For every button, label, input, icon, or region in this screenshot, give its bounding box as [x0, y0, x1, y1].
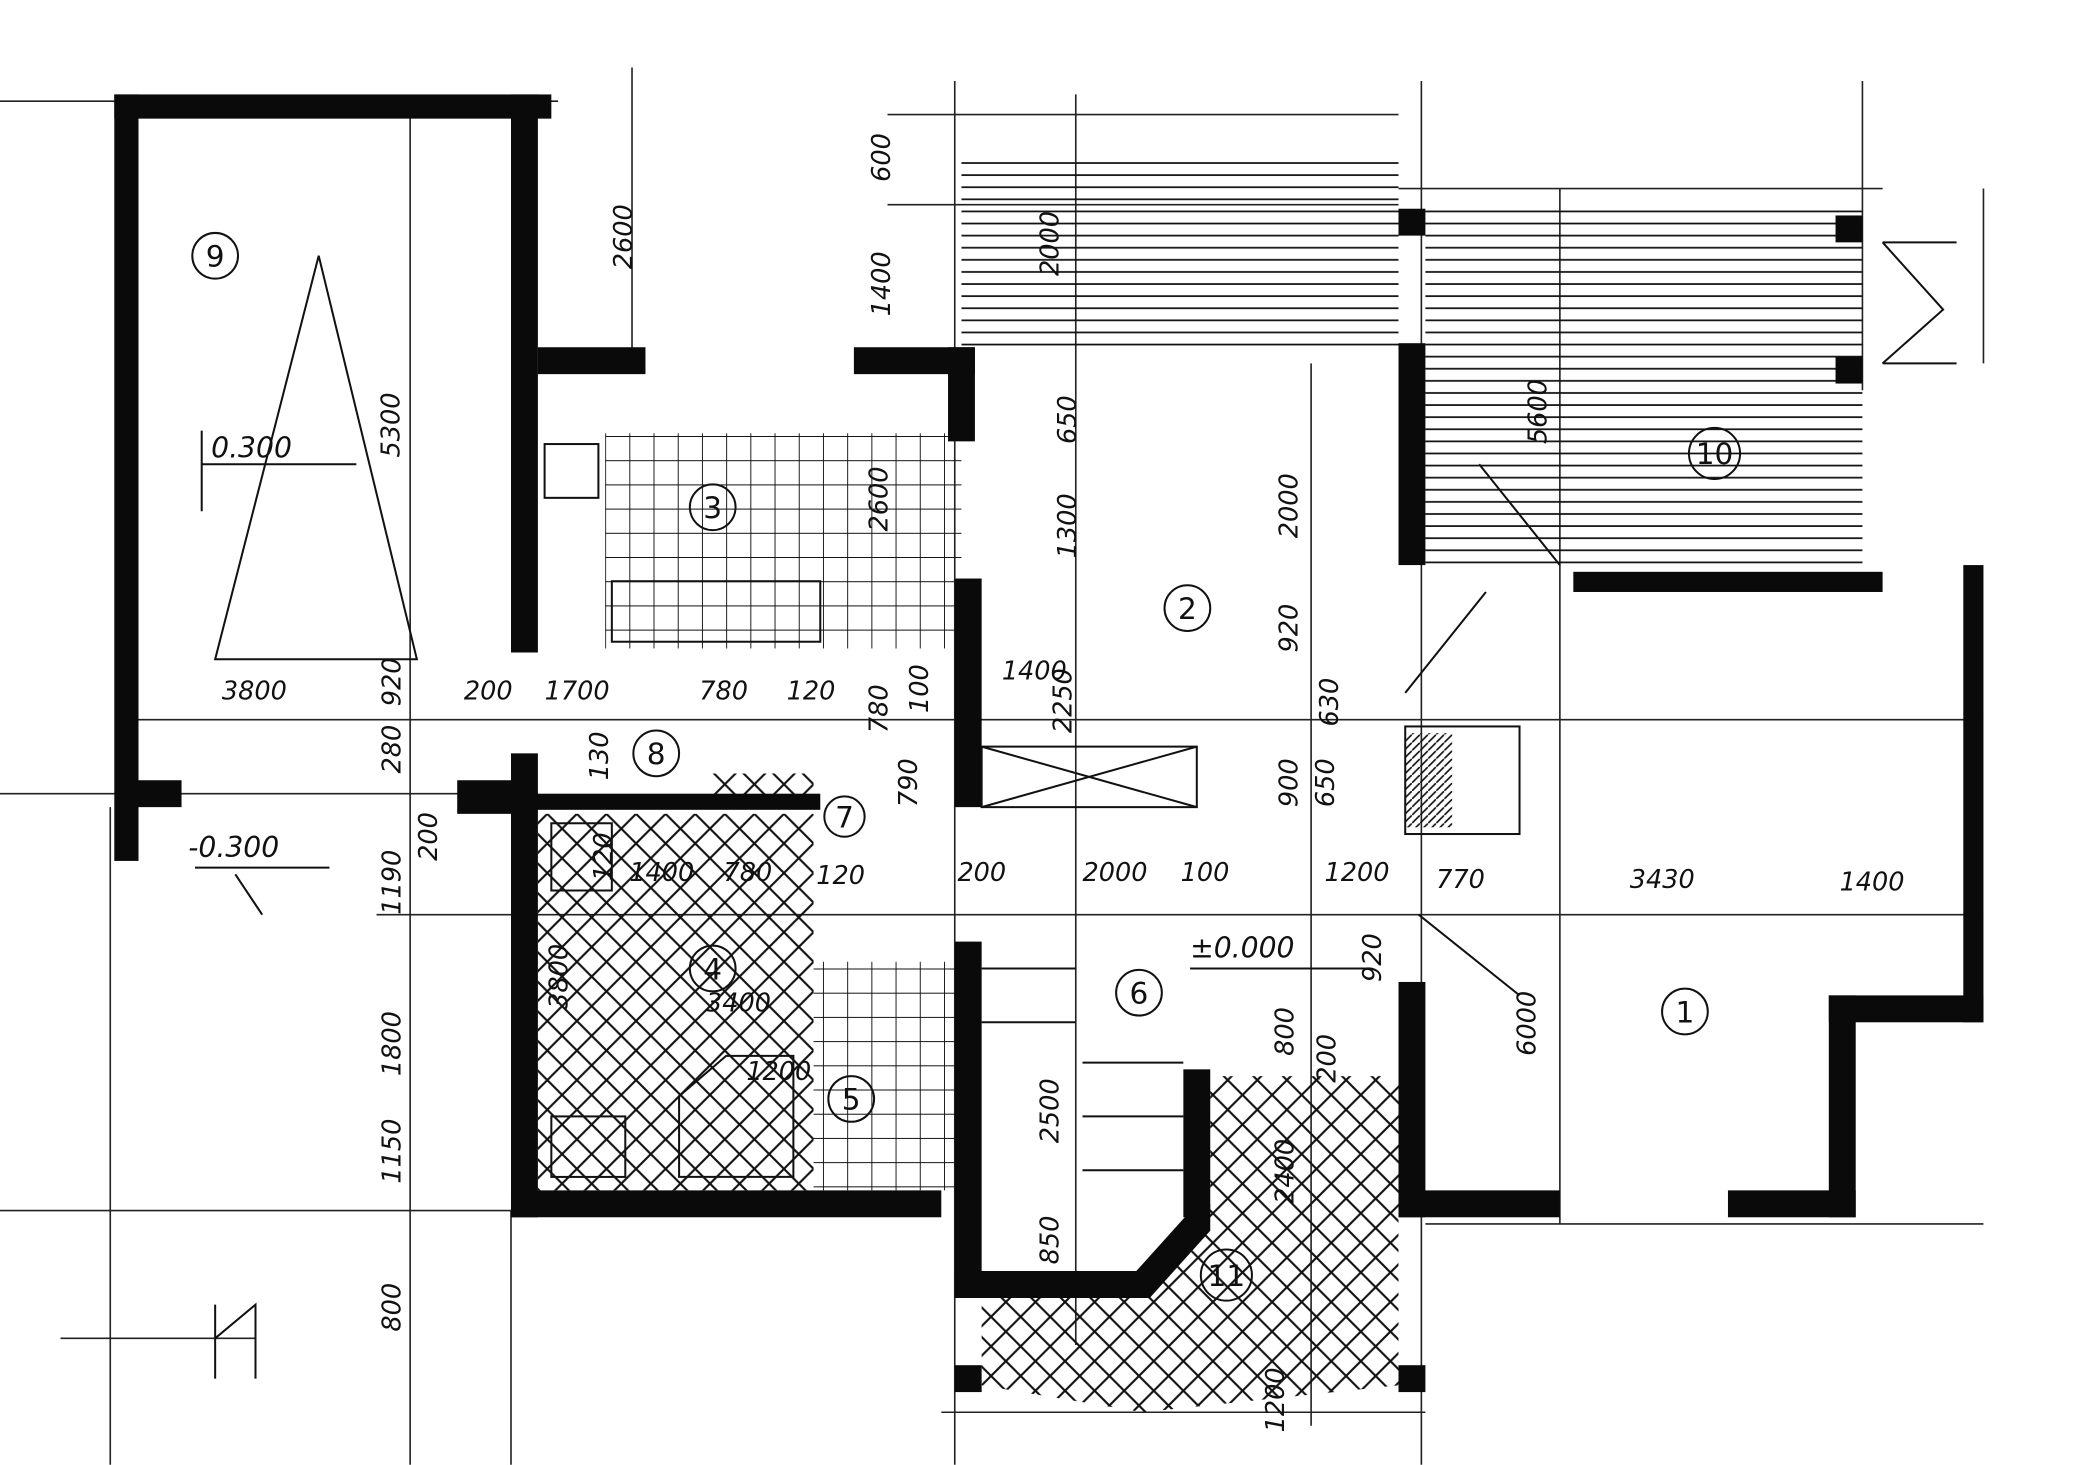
- bathroom-tiles: [537, 813, 814, 1191]
- dimension-label: 9: [206, 240, 225, 274]
- room-7: 7: [823, 795, 866, 838]
- dimension-label: 630: [1315, 678, 1345, 727]
- level-garage: 0.300: [211, 432, 292, 465]
- dimension-label: 2400: [1271, 1139, 1301, 1204]
- dimension-label: 120: [589, 832, 619, 881]
- dimension-label: 200: [957, 858, 1006, 888]
- dimension-label: 5600: [1523, 379, 1553, 444]
- level-main: ±0.000: [1190, 932, 1294, 965]
- room-6: 6: [1115, 968, 1163, 1017]
- dimension-label: 7: [835, 800, 854, 834]
- dimension-label: 800: [1271, 1007, 1301, 1056]
- dimension-label: 3800: [544, 944, 574, 1009]
- dimension-label: 790: [894, 758, 924, 807]
- dimension-label: 3400: [706, 989, 771, 1019]
- room-1: 1: [1661, 987, 1709, 1036]
- dimension-label: 200: [464, 677, 513, 707]
- dimension-label: 920: [1275, 604, 1305, 653]
- dimension-label: 650: [1053, 395, 1083, 444]
- dimension-label: 850: [1035, 1216, 1065, 1265]
- dimension-label: 11: [1208, 1259, 1246, 1293]
- room-11: 11: [1199, 1248, 1253, 1302]
- dimension-label: 130: [585, 732, 615, 781]
- dimension-label: 600: [867, 133, 897, 182]
- level-entry: -0.300: [188, 831, 279, 864]
- dimension-label: 920: [378, 658, 408, 707]
- dimension-label: 780: [723, 858, 772, 888]
- dimension-labels: 2600 5300 3800 920 200 1700 780 120 780 …: [222, 133, 1905, 1432]
- dimension-label: 900: [1275, 758, 1305, 807]
- dimension-label: 780: [699, 677, 748, 707]
- dimension-label: 2250: [1049, 668, 1079, 733]
- fixtures: [213, 241, 1957, 1379]
- dimension-label: 1400: [1840, 868, 1905, 898]
- dimension-label: 2000: [1035, 211, 1065, 276]
- room-3: 3: [688, 483, 737, 532]
- room-2: 2: [1163, 584, 1212, 632]
- dimension-label: 8: [647, 737, 666, 771]
- dimension-label: 2600: [865, 466, 895, 531]
- dimension-label: 280: [378, 725, 408, 774]
- dimension-label: 2000: [1275, 473, 1305, 538]
- dimension-label: 1: [1676, 995, 1695, 1029]
- dimension-label: 1700: [545, 677, 610, 707]
- dimension-label: 800: [378, 1283, 408, 1332]
- room-labels: 1 2 3 4 5 6 7 8 9 10 11: [191, 231, 1742, 1302]
- dimension-label: 1400: [1002, 656, 1067, 686]
- dimension-label: 2: [1178, 592, 1197, 626]
- wc-tiles: [813, 961, 955, 1191]
- dimension-label: 1190: [378, 850, 408, 915]
- dimension-label: 120: [787, 677, 836, 707]
- dimension-label: 1200: [1325, 858, 1390, 888]
- fireplace-hatch: [1405, 733, 1453, 828]
- dimension-label: 120: [816, 861, 865, 891]
- kitchen-tiles: [605, 433, 962, 649]
- dimension-label: 1800: [378, 1011, 408, 1076]
- dimension-label: 200: [414, 812, 444, 861]
- dimension-label: 6: [1130, 976, 1149, 1010]
- dimension-label: 100: [905, 664, 935, 713]
- dimension-label: 1200: [746, 1057, 811, 1087]
- dimension-label: 1300: [1053, 493, 1083, 558]
- terrace-10-decking: [1425, 202, 1863, 566]
- dimension-label: 3430: [1630, 865, 1695, 895]
- dimension-label: 10: [1696, 437, 1734, 471]
- dimension-label: 1200: [1261, 1367, 1291, 1432]
- dimension-label: 770: [1436, 865, 1485, 895]
- terrace-top-decking: [961, 161, 1399, 350]
- dimension-label: 2500: [1035, 1078, 1065, 1143]
- dimension-label: 1400: [867, 251, 897, 316]
- dimension-label: 2600: [609, 204, 639, 269]
- level-markers: 0.300 -0.300 ±0.000: [188, 430, 1372, 970]
- room-9: 9: [191, 231, 240, 280]
- dimension-label: 5: [842, 1083, 861, 1117]
- dimension-label: 1150: [378, 1119, 408, 1184]
- dimension-label: 5300: [376, 393, 406, 458]
- dimension-label: 1400: [629, 858, 694, 888]
- walls: [114, 94, 1984, 1393]
- dimension-label: 100: [1181, 858, 1230, 888]
- dimension-label: 200: [1312, 1034, 1342, 1083]
- dimension-label: 3800: [222, 677, 287, 707]
- dimension-label: 650: [1311, 758, 1341, 807]
- dimension-label: 780: [865, 684, 895, 733]
- room-5: 5: [827, 1075, 876, 1123]
- room-8: 8: [632, 729, 681, 778]
- dimension-label: 3: [703, 491, 722, 525]
- dimension-label: 920: [1358, 933, 1388, 982]
- dimension-label: 2000: [1082, 858, 1147, 888]
- room-4: 4: [688, 944, 737, 993]
- dimension-label: 4: [703, 952, 722, 986]
- dimension-label: 6000: [1513, 991, 1543, 1056]
- room-10: 10: [1687, 426, 1742, 481]
